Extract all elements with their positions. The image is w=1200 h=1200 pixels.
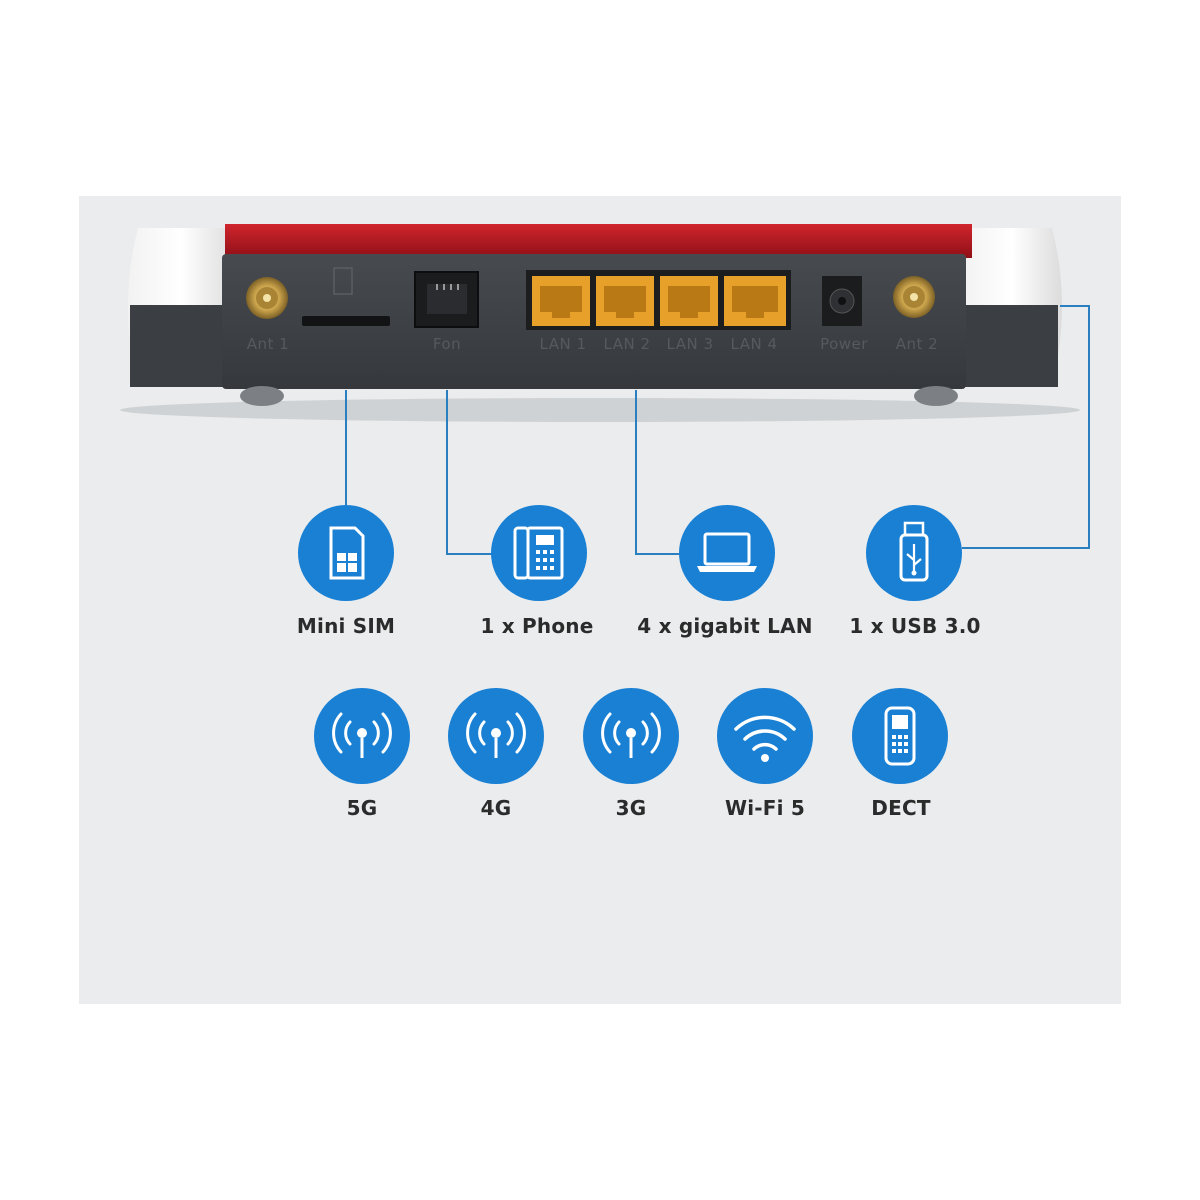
feature-label-dect: DECT xyxy=(871,796,931,820)
feature-label-mini-sim: Mini SIM xyxy=(296,614,396,638)
fon-jack xyxy=(414,271,479,328)
feature-label-usb: 1 x USB 3.0 xyxy=(849,614,981,638)
feature-label-3g: 3G xyxy=(615,796,647,820)
sim-slot xyxy=(302,267,390,326)
power-jack xyxy=(822,276,862,326)
ant2-connector xyxy=(893,276,935,318)
laptop-icon xyxy=(679,505,775,601)
connector-lines xyxy=(345,305,1090,555)
port-label-ant2: Ant 2 xyxy=(895,335,939,353)
line-usb xyxy=(962,305,1090,549)
port-label-lan3: LAN 3 xyxy=(666,335,714,353)
port-label-ant1: Ant 1 xyxy=(246,335,290,353)
lan-port-2 xyxy=(596,276,654,326)
port-label-power: Power xyxy=(820,335,868,353)
5g-antenna-icon xyxy=(314,688,410,784)
lan-port-4 xyxy=(724,276,786,326)
sim-icon xyxy=(298,505,394,601)
dect-handset-icon xyxy=(852,688,948,784)
feature-label-wifi: Wi-Fi 5 xyxy=(724,796,806,820)
feature-label-phone: 1 x Phone xyxy=(480,614,594,638)
4g-antenna-icon xyxy=(448,688,544,784)
lan-port-block xyxy=(526,270,791,330)
feature-label-4g: 4G xyxy=(480,796,512,820)
router-foot-left xyxy=(240,386,284,406)
left-cap-lower xyxy=(130,305,235,387)
line-lan xyxy=(635,390,680,555)
right-cap-lower xyxy=(962,305,1058,387)
router-red-top xyxy=(225,224,972,258)
feature-label-5g: 5G xyxy=(346,796,378,820)
usb-stick-icon xyxy=(866,505,962,601)
ant1-connector xyxy=(246,277,288,319)
line-phone xyxy=(446,390,492,555)
port-label-fon: Fon xyxy=(432,335,462,353)
lan-port-3 xyxy=(660,276,718,326)
wifi-icon xyxy=(717,688,813,784)
port-label-lan2: LAN 2 xyxy=(603,335,651,353)
3g-antenna-icon xyxy=(583,688,679,784)
port-label-lan4: LAN 4 xyxy=(730,335,778,353)
phone-icon xyxy=(491,505,587,601)
port-label-lan1: LAN 1 xyxy=(539,335,587,353)
feature-label-lan: 4 x gigabit LAN xyxy=(637,614,813,638)
lan-port-1 xyxy=(532,276,590,326)
router-foot-right xyxy=(914,386,958,406)
router-shadow xyxy=(120,398,1080,422)
